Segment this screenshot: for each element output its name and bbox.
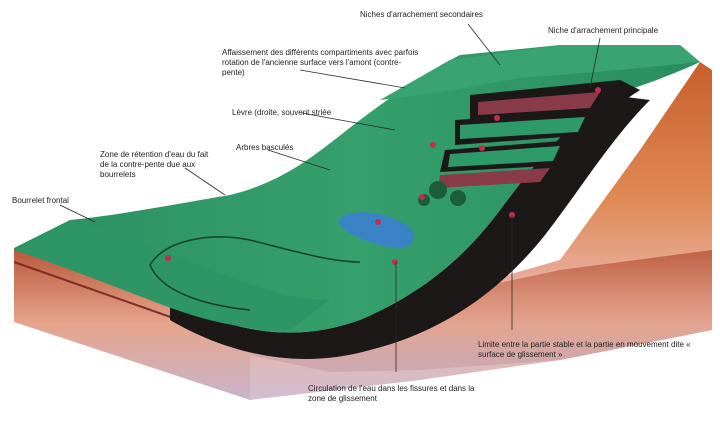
label-niches-secondaires: Niches d'arrachement secondaires bbox=[360, 10, 483, 20]
label-arbres: Arbres basculés bbox=[236, 143, 293, 153]
label-levre: Lèvre (droite, souvent striée bbox=[232, 108, 331, 118]
label-bourrelet: Bourrelet frontal bbox=[12, 196, 69, 206]
label-niche-principale: Niche d'arrachement principale bbox=[548, 26, 658, 36]
label-limite: Limite entre la partie stable et la part… bbox=[478, 340, 703, 360]
label-zone-retention: Zone de rétention d'eau du fait de la co… bbox=[100, 150, 212, 180]
label-circulation: Circulation de l'eau dans les fissures e… bbox=[308, 384, 488, 404]
label-affaissement: Affaissement des différents compartiment… bbox=[222, 48, 422, 78]
